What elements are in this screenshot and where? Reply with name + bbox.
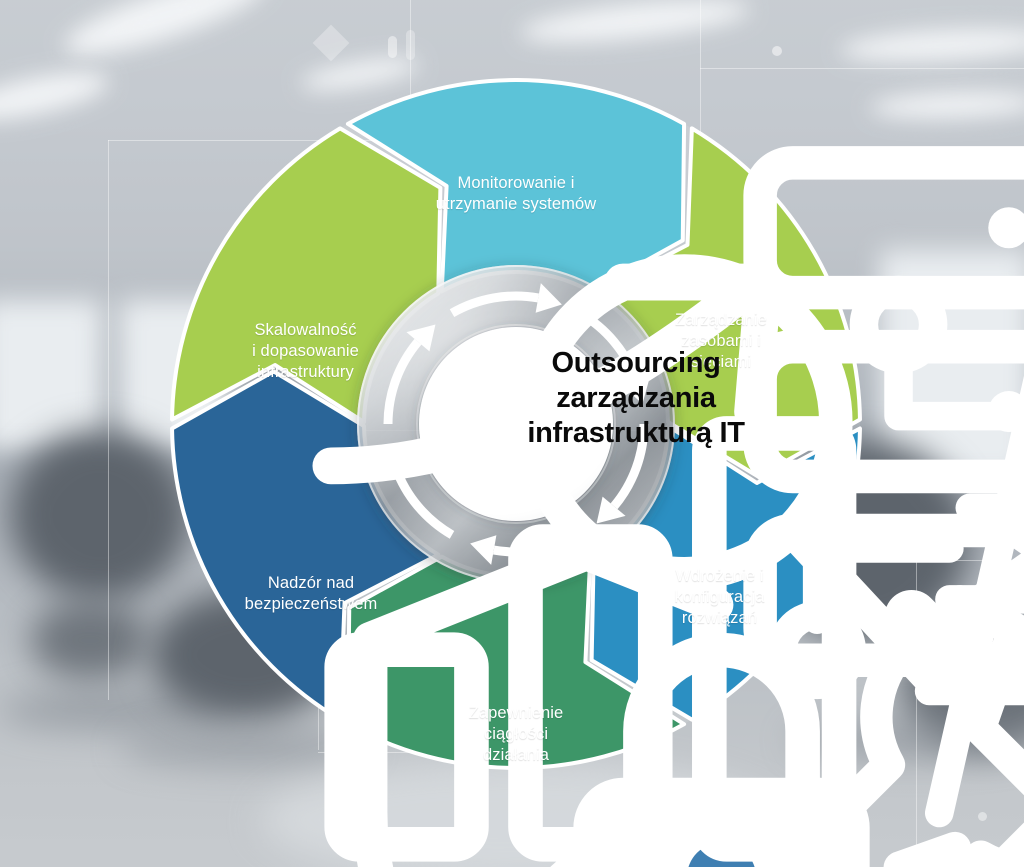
center-title-line-2: zarządzania bbox=[556, 381, 716, 414]
office-chair-blur bbox=[10, 430, 190, 600]
overlay-dot bbox=[772, 46, 782, 56]
office-chair-blur bbox=[30, 600, 150, 680]
center-title: Outsourcing zarządzania infrastrukturą I… bbox=[506, 346, 766, 450]
window-panel bbox=[0, 300, 102, 450]
overlay-dot bbox=[978, 812, 987, 821]
cycle-arrow bbox=[391, 466, 455, 539]
center-title-line-1: Outsourcing bbox=[551, 347, 721, 379]
overlay-guide-line bbox=[108, 140, 109, 700]
overlay-guide-line bbox=[700, 0, 701, 180]
overlay-guide-line bbox=[410, 0, 411, 160]
overlay-guide-line bbox=[916, 560, 917, 867]
overlay-bar bbox=[388, 36, 397, 58]
overlay-bar bbox=[406, 30, 415, 60]
overlay-guide-line bbox=[700, 68, 1024, 69]
center-title-line-3: infrastrukturą IT bbox=[527, 416, 745, 449]
overlay-guide-line bbox=[108, 140, 408, 141]
cycle-wheel: Monitorowanie i utrzymanie systemów Zarz… bbox=[170, 78, 1024, 867]
